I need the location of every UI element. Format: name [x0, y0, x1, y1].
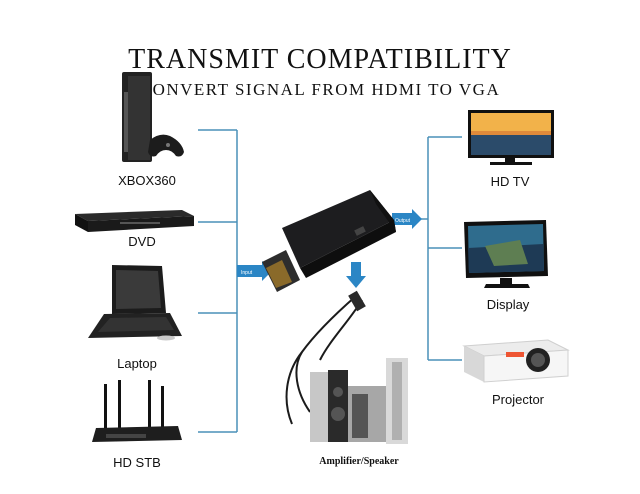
source-label-stb: HD STB: [113, 455, 161, 470]
router-icon: [92, 380, 182, 442]
projector-icon: [462, 339, 570, 383]
dvd-player-icon: [75, 210, 194, 232]
page-subtitle: CONVERT SIGNAL FROM HDMI TO VGA: [139, 80, 501, 99]
input-arrow: Input: [237, 261, 272, 281]
amplifier-speaker-label: Amplifier/Speaker: [319, 456, 399, 467]
tv-icon: [468, 110, 554, 165]
laptop-icon: [88, 265, 182, 341]
input-tag: Input: [241, 270, 253, 276]
output-tag: Output: [395, 218, 411, 224]
output-label-projector: Projector: [491, 392, 545, 407]
page-title: TRANSMIT COMPATIBILITY: [128, 44, 512, 75]
source-label-laptop: Laptop: [117, 356, 157, 371]
console-icon: [122, 72, 184, 162]
output-label-tv: HD TV: [490, 174, 530, 189]
speaker-icon: [310, 358, 408, 444]
output-arrow: Output: [392, 209, 422, 229]
audio-arrow: [346, 262, 366, 288]
output-label-display: Display: [486, 297, 530, 312]
monitor-icon: [464, 220, 548, 288]
audio-plug-icon: [348, 290, 366, 312]
source-label-xbox: XBOX360: [118, 173, 176, 188]
hdmi-vga-adapter-icon: [262, 190, 396, 292]
source-label-dvd: DVD: [128, 234, 156, 249]
